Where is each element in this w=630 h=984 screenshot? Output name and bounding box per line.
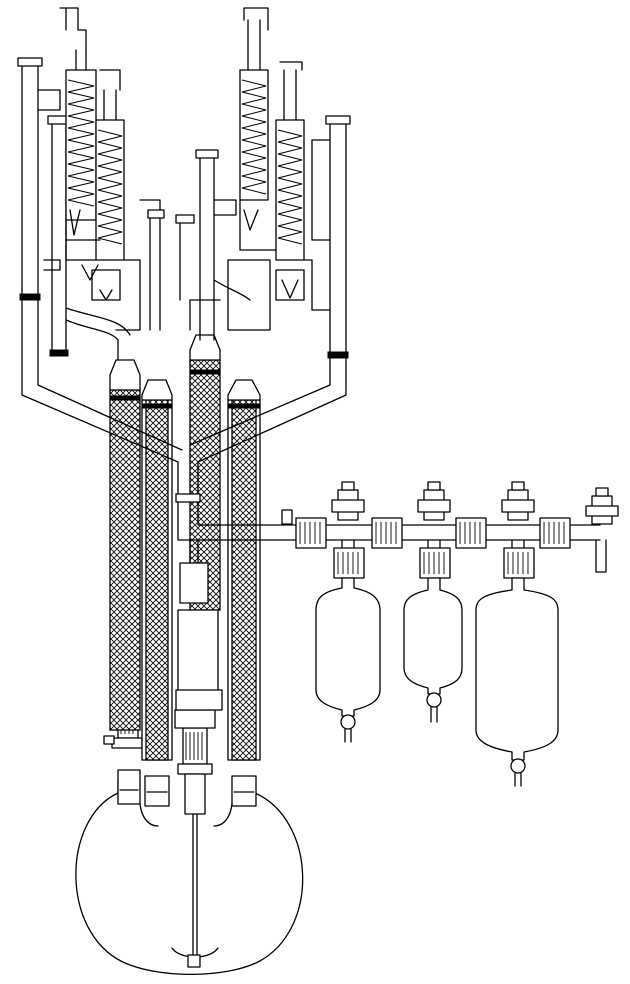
manifold-valve-3 bbox=[501, 481, 535, 521]
reflux-head-1 bbox=[17, 57, 61, 301]
packed-column-4 bbox=[227, 399, 261, 761]
right-head-chambers bbox=[175, 199, 331, 331]
mechanical-stirrer bbox=[171, 709, 219, 968]
packed-column-3 bbox=[175, 359, 223, 711]
manifold-valve-2 bbox=[417, 481, 451, 521]
manifold-valve-4 bbox=[585, 487, 619, 573]
valve-manifold bbox=[281, 509, 601, 549]
vapor-collector-manifold bbox=[21, 299, 347, 604]
column-joints bbox=[109, 334, 261, 409]
reflux-head-3 bbox=[311, 115, 351, 359]
coil-condenser-3 bbox=[239, 7, 269, 231]
receiver-flask-3 bbox=[475, 539, 559, 787]
packed-column-1 bbox=[109, 389, 141, 731]
reflux-head-4 bbox=[195, 149, 251, 341]
reaction-flask bbox=[75, 769, 304, 976]
receiver-flask-1 bbox=[315, 539, 381, 743]
coil-condenser-4 bbox=[275, 61, 305, 299]
manifold-valve-1 bbox=[331, 481, 365, 521]
receiver-flask-2 bbox=[403, 539, 463, 723]
packed-column-2 bbox=[141, 399, 173, 761]
left-head-chambers bbox=[65, 199, 165, 331]
coil-condenser-1 bbox=[59, 7, 97, 236]
coil-condenser-2 bbox=[95, 69, 125, 301]
